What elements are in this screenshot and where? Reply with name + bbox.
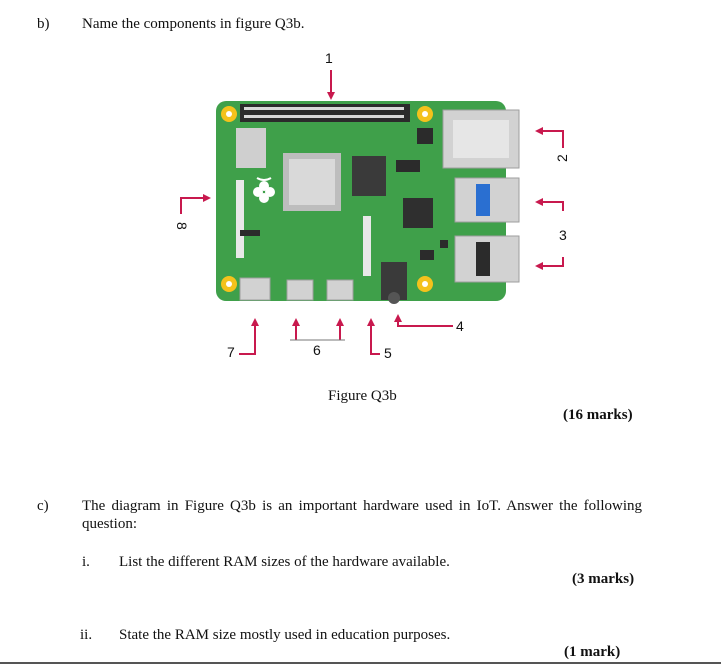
item-ii-numeral: ii. — [80, 627, 93, 643]
raspberry-logo-icon — [253, 177, 275, 203]
callout-6: 6 — [313, 342, 321, 358]
callout-4: 4 — [456, 318, 464, 334]
part-b-marks: (16 marks) — [563, 407, 633, 423]
item-i-marks: (3 marks) — [572, 571, 635, 587]
wireless-module — [236, 128, 266, 168]
camera-connector — [363, 216, 371, 276]
callout-3: 3 — [559, 227, 567, 243]
micro-hdmi-port — [326, 279, 354, 301]
callout-7: 7 — [227, 344, 235, 360]
part-b-label: b) — [37, 16, 50, 32]
part-c-label: c) — [37, 498, 49, 514]
bottom-divider — [0, 662, 721, 664]
callout-2: 2 — [554, 154, 570, 162]
usb-controller — [403, 198, 433, 228]
callout-arrows — [180, 70, 564, 355]
raspberry-pi-figure: 1 2 3 4 5 6 7 8 — [174, 50, 570, 361]
item-i-text: List the different RAM sizes of the hard… — [119, 554, 450, 570]
item-i-numeral: i. — [82, 554, 90, 570]
item-ii-text: State the RAM size mostly used in educat… — [119, 627, 451, 643]
part-b-question: Name the components in figure Q3b. — [82, 16, 305, 32]
part-c-intro: The diagram in Figure Q3b is an importan… — [82, 498, 642, 532]
mounting-hole — [221, 106, 433, 292]
item-ii-marks: (1 mark) — [564, 644, 621, 660]
display-connector — [236, 180, 244, 258]
micro-hdmi-port — [286, 279, 314, 301]
figure-caption: Figure Q3b — [328, 388, 397, 404]
gpio-header — [240, 104, 410, 122]
usb-c-power-port — [239, 277, 271, 301]
callout-8: 8 — [174, 222, 190, 230]
ram-chip — [352, 156, 386, 196]
callout-5: 5 — [384, 345, 392, 361]
callout-1: 1 — [325, 50, 333, 66]
